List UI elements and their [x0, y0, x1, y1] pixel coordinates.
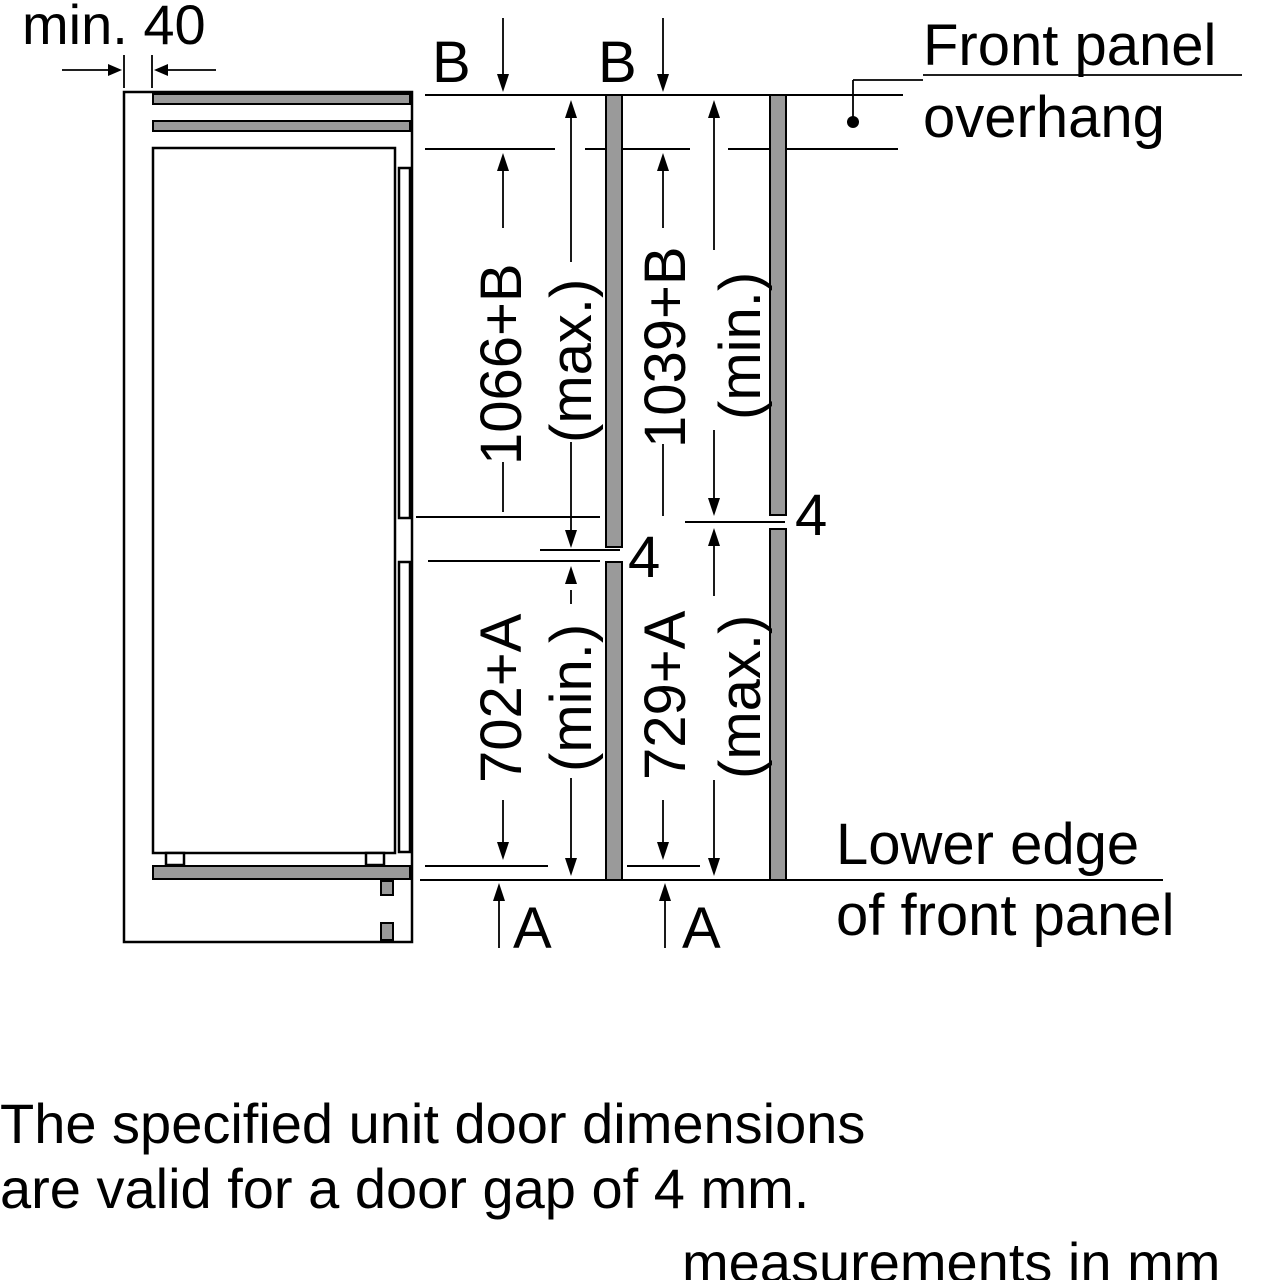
- top-rail-2: [152, 120, 411, 132]
- upper-min-value: 1039+B: [633, 246, 698, 448]
- footnotes: The specified unit door dimensions are v…: [0, 1092, 1220, 1280]
- lower-door-panel-right: [769, 528, 787, 881]
- plinth-block-1: [380, 880, 394, 896]
- min-clearance-label: min. 40: [22, 0, 206, 56]
- lower-max-value: 729+A: [633, 610, 698, 780]
- lower-min-value: 702+A: [469, 613, 534, 783]
- upper-max-qualifier: (max.): [539, 279, 604, 443]
- a-left-label: A: [513, 896, 552, 961]
- bottom-rail: [152, 865, 411, 880]
- upper-door-panel-left: [605, 94, 623, 548]
- door-panels-left: [605, 94, 623, 881]
- a-markers: A A: [493, 883, 721, 961]
- gap-label-right: 4: [795, 483, 827, 548]
- front-panel-overhang-callout: Front panel overhang: [847, 13, 1242, 150]
- reference-lines: [416, 94, 1163, 881]
- note-line-2: are valid for a door gap of 4 mm.: [0, 1157, 809, 1220]
- units-note: measurements in mm: [682, 1231, 1220, 1280]
- appliance-side-view: [122, 90, 414, 944]
- a-right-label: A: [682, 896, 721, 961]
- lower-door-panel-left: [605, 561, 623, 881]
- lower-max-dimension: 729+A (max.): [633, 528, 773, 876]
- lower-max-qualifier: (max.): [708, 615, 773, 779]
- overhang-dot: [847, 116, 859, 128]
- plinth-block-2: [380, 922, 394, 941]
- lower-min-qualifier: (min.): [539, 624, 604, 772]
- lower-hinge-strip: [397, 560, 412, 854]
- upper-max-value: 1066+B: [469, 263, 534, 465]
- door-panels-right: [769, 94, 787, 881]
- lower-edge-line2: of front panel: [836, 883, 1175, 948]
- lower-edge-line1: Lower edge: [836, 812, 1139, 877]
- appliance-body: [151, 146, 397, 855]
- upper-door-panel-right: [769, 94, 787, 516]
- b-left-label: B: [432, 30, 471, 95]
- upper-hinge-strip: [397, 166, 412, 520]
- upper-min-qualifier: (min.): [708, 272, 773, 420]
- min-clearance-dimension: min. 40: [22, 0, 216, 88]
- lower-edge-callout: Lower edge of front panel: [836, 812, 1175, 948]
- top-rail-1: [152, 93, 411, 105]
- foot-right: [364, 851, 386, 867]
- foot-left: [164, 851, 186, 867]
- upper-min-dimension: 1039+B (min.): [633, 100, 773, 516]
- b-markers: B B: [432, 18, 669, 95]
- lower-min-dimension: 702+A (min.): [469, 566, 604, 876]
- front-panel-overhang-line2: overhang: [923, 85, 1165, 150]
- gap-label-left: 4: [628, 525, 660, 590]
- upper-max-dimension: 1066+B (max.): [469, 100, 604, 548]
- front-panel-overhang-line1: Front panel: [923, 13, 1216, 78]
- note-line-1: The specified unit door dimensions: [0, 1092, 865, 1155]
- b-right-label: B: [598, 30, 637, 95]
